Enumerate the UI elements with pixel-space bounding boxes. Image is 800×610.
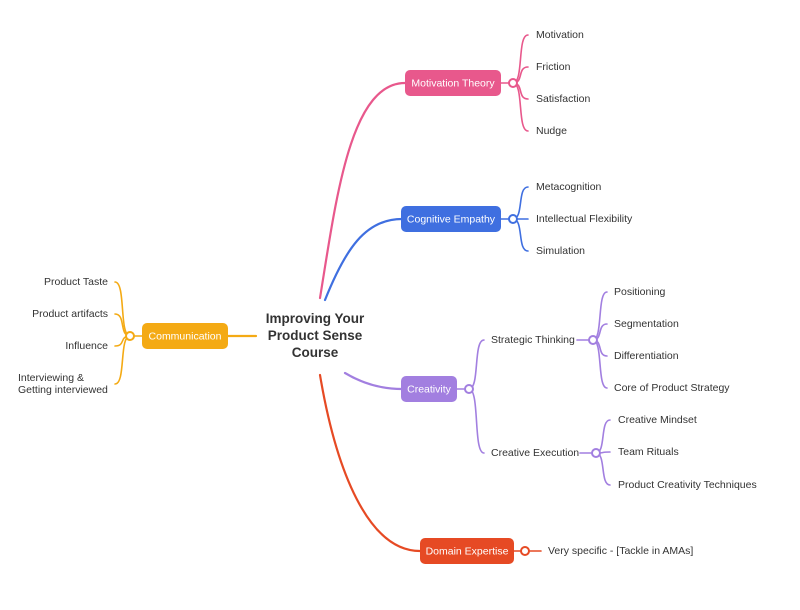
communication-connector-3 xyxy=(114,335,131,385)
strategic-collapse-toggle[interactable] xyxy=(588,335,598,345)
empathy-connector-2 xyxy=(512,218,529,252)
empathy-collapse-toggle[interactable] xyxy=(508,214,518,224)
execution-connector-0 xyxy=(595,419,611,454)
strategic-child-2: Differentiation xyxy=(614,350,679,362)
communication-child-1: Product artifacts xyxy=(32,308,108,320)
motivation-child-0: Motivation xyxy=(536,29,584,41)
empathy-child-2: Simulation xyxy=(536,245,585,257)
strategic-child-0: Positioning xyxy=(614,286,666,298)
empathy-child-0: Metacognition xyxy=(536,181,602,193)
communication-child-2: Influence xyxy=(65,340,108,352)
domain-expertise-node[interactable]: Domain Expertise xyxy=(420,538,514,564)
creativity-collapse-toggle[interactable] xyxy=(464,384,474,394)
communication-child-0: Product Taste xyxy=(44,276,108,288)
cognitive-empathy-node-label: Cognitive Empathy xyxy=(407,213,496,225)
empathy-child-1: Intellectual Flexibility xyxy=(536,213,633,225)
motivation-child-2: Satisfaction xyxy=(536,93,590,105)
motivation-theory-node-label: Motivation Theory xyxy=(411,77,495,89)
domain-expertise-node-label: Domain Expertise xyxy=(426,545,509,557)
strategic-child-1: Segmentation xyxy=(614,318,679,330)
creativity-node-label: Creativity xyxy=(407,383,452,395)
creativity-node[interactable]: Creativity xyxy=(401,376,457,402)
domain-expertise-node-box xyxy=(420,538,514,564)
communication-collapse-toggle[interactable] xyxy=(125,331,135,341)
domain-branch-line xyxy=(318,373,422,553)
strategic-thinking-label: Strategic Thinking xyxy=(491,334,575,346)
motivation-theory-node[interactable]: Motivation Theory xyxy=(405,70,501,96)
motivation-collapse-toggle[interactable] xyxy=(508,78,518,88)
creativity-connector-0 xyxy=(468,339,485,390)
motivation-theory-node-box xyxy=(405,70,501,96)
motivation-child-1: Friction xyxy=(536,61,571,73)
creativity-connector-1 xyxy=(468,388,485,454)
communication-node[interactable]: Communication xyxy=(142,323,228,349)
creativity-node-box xyxy=(401,376,457,402)
domain-collapse-toggle[interactable] xyxy=(520,546,530,556)
cognitive-empathy-node[interactable]: Cognitive Empathy xyxy=(401,206,501,232)
creativity-branch-line xyxy=(343,371,404,391)
communication-node-box xyxy=(142,323,228,349)
empathy-branch-line xyxy=(323,217,404,302)
communication-child-3: Interviewing &Getting interviewed xyxy=(18,372,108,396)
communication-node-label: Communication xyxy=(149,330,222,342)
empathy-connector-0 xyxy=(512,186,529,220)
domain-child-0: Very specific - [Tackle in AMAs] xyxy=(548,545,693,557)
execution-child-0: Creative Mindset xyxy=(618,414,697,426)
creative-execution-label: Creative Execution xyxy=(491,447,579,459)
execution-collapse-toggle[interactable] xyxy=(591,448,601,458)
cognitive-empathy-node-box xyxy=(401,206,501,232)
motivation-child-3: Nudge xyxy=(536,125,567,137)
strategic-child-3: Core of Product Strategy xyxy=(614,382,730,394)
execution-child-1: Team Rituals xyxy=(618,446,679,458)
motivation-branch-line xyxy=(318,81,407,300)
execution-child-2: Product Creativity Techniques xyxy=(618,479,757,491)
execution-connector-2 xyxy=(595,452,611,486)
